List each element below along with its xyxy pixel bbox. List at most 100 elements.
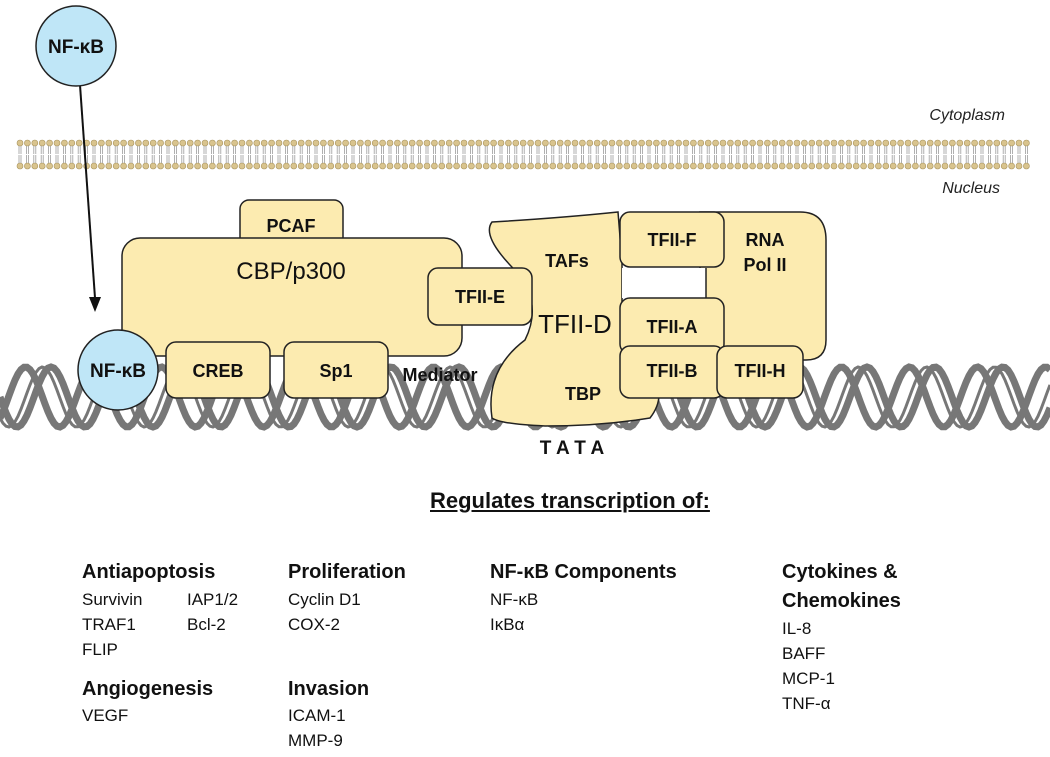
tfii-h-label: TFII-H: [735, 361, 786, 381]
lipid-tail: [203, 146, 207, 154]
rna-pol-ii-box: RNA Pol II: [699, 211, 827, 361]
lipid-tail: [159, 155, 162, 163]
lipid-head: [268, 139, 275, 147]
lipid-tail: [817, 146, 821, 154]
chemokines-title: Chemokines: [782, 590, 901, 612]
lipid-head: [394, 162, 401, 170]
lipid-tail: [484, 155, 488, 163]
lipid-head: [912, 139, 919, 147]
lipid-head: [98, 162, 105, 170]
lipid-head: [904, 139, 912, 147]
lipid-tail: [196, 146, 199, 154]
lipid-tail: [366, 146, 370, 154]
lipid-tail: [455, 155, 458, 163]
lipid-head: [253, 139, 261, 147]
lipid-head: [453, 162, 460, 170]
lipid-tail: [366, 155, 370, 163]
lipid-tail: [55, 146, 59, 154]
lipid-tail: [174, 155, 177, 163]
lipid-head: [275, 139, 283, 147]
lipid-head: [897, 139, 904, 147]
lipid-tail: [603, 146, 606, 154]
lipid-tail: [248, 155, 251, 163]
lipid-tail: [440, 146, 444, 154]
lipid-head: [756, 162, 764, 170]
lipid-head: [342, 139, 349, 147]
lipid-head: [290, 139, 298, 147]
lipid-head: [90, 139, 98, 147]
lipid-head: [845, 139, 853, 147]
lipid-head: [660, 139, 668, 147]
lipid-tail: [773, 146, 777, 154]
lipid-tail: [388, 146, 392, 154]
lipid-head: [342, 162, 349, 170]
lipid-head: [534, 139, 542, 147]
lipid-tail: [48, 146, 51, 154]
lipid-tail: [359, 146, 362, 154]
lipid-tail: [906, 155, 910, 163]
lipid-head: [860, 162, 867, 170]
lipid-tail: [433, 146, 436, 154]
lipid-head: [482, 139, 490, 147]
lipid-head: [31, 162, 39, 170]
lipid-tail: [174, 146, 177, 154]
translocation-arrow: [79, 84, 101, 312]
creb-box: CREB: [165, 341, 271, 399]
lipid-tail: [832, 155, 836, 163]
lipid-head: [956, 162, 964, 170]
lipid-head: [808, 139, 816, 147]
lipid-tail: [862, 146, 865, 154]
lipid-head: [90, 162, 98, 170]
lipid-head: [941, 139, 949, 147]
lipid-tail: [418, 146, 421, 154]
lipid-tail: [869, 155, 873, 163]
lipid-head: [379, 162, 386, 170]
sp1-box: Sp1: [283, 341, 389, 399]
lipid-head: [771, 139, 779, 147]
lipid-tail: [625, 155, 629, 163]
lipid-head: [438, 162, 446, 170]
rna-label: RNA: [746, 230, 785, 250]
lipid-head: [371, 162, 379, 170]
nfkb-cytoplasm-label: NF-κB: [48, 37, 104, 58]
lipid-tail: [322, 146, 325, 154]
lipid-tail: [92, 155, 96, 163]
tfii-h-box: TFII-H: [716, 345, 804, 399]
mediator-label: Mediator: [402, 365, 477, 385]
lipid-tail: [218, 146, 222, 154]
lipid-head: [98, 139, 105, 147]
lipid-head: [534, 162, 542, 170]
lipid-head: [31, 139, 39, 147]
nfkb-transcription-diagram: Cytoplasm Nucleus NF-κB PCAF CBP/p300 TA…: [0, 5, 1050, 459]
gene-item: NF-κB: [490, 590, 539, 609]
lipid-tail: [706, 146, 710, 154]
lipid-tail: [840, 155, 843, 163]
lipid-tail: [455, 146, 458, 154]
lipid-head: [164, 139, 172, 147]
lipid-head: [1008, 162, 1015, 170]
lipid-tail: [884, 146, 888, 154]
lipid-tail: [662, 146, 666, 154]
lipid-tail: [240, 155, 244, 163]
lipid-head: [497, 139, 505, 147]
lipid-head: [793, 139, 801, 147]
lipid-head: [238, 139, 246, 147]
lipid-head: [386, 139, 394, 147]
lipid-tail: [373, 155, 377, 163]
lipid-head: [1023, 162, 1030, 170]
lipid-head: [238, 162, 246, 170]
lipid-head: [519, 139, 527, 147]
lipid-tail: [773, 155, 777, 163]
lipid-head: [764, 139, 771, 147]
lipid-tail: [825, 155, 828, 163]
lipid-tail: [588, 155, 592, 163]
lipid-tail: [425, 146, 429, 154]
lipid-head: [845, 162, 853, 170]
lipid-head: [431, 139, 438, 147]
lipid-tail: [418, 155, 421, 163]
lipid-head: [468, 162, 475, 170]
lipid-head: [564, 139, 571, 147]
lipid-head: [571, 139, 579, 147]
lipid-head: [357, 162, 364, 170]
lipid-tail: [181, 155, 185, 163]
